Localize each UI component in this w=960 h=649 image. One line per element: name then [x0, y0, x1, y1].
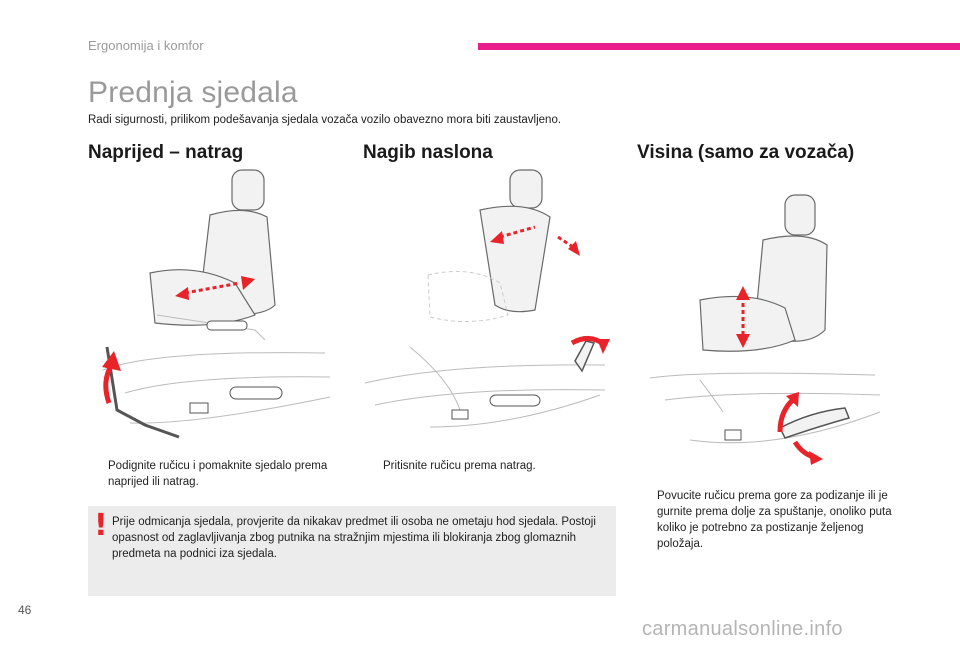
- instruction-text: Povucite ručicu prema gore za podizanje …: [657, 490, 892, 550]
- instruction-text: Podignite ručicu i pomaknite sjedalo pre…: [108, 460, 328, 488]
- section-accent-bar: [478, 43, 960, 50]
- heading-forward-backward: Naprijed – natrag: [88, 142, 244, 163]
- intro-text: Radi sigurnosti, prilikom podešavanja sj…: [88, 114, 562, 126]
- warning-text: Prije odmicanja sjedala, provjerite da n…: [112, 516, 596, 560]
- section-label: Ergonomija i komfor: [88, 38, 204, 53]
- instruction-text: Pritisnite ručicu prema natrag.: [383, 460, 536, 472]
- seat-height-illustration: [649, 194, 881, 465]
- instruction-backrest-angle: Pritisnite ručicu prema natrag.: [363, 458, 613, 474]
- warning-exclamation-icon: !: [94, 508, 108, 543]
- page-number: 46: [18, 603, 32, 617]
- heading-backrest-angle: Nagib naslona: [363, 142, 493, 163]
- page-title: Prednja sjedala: [88, 76, 298, 109]
- warning-box: [88, 506, 616, 596]
- backrest-angle-illustration: [364, 169, 610, 428]
- instruction-forward-backward: Podignite ručicu i pomaknite sjedalo pre…: [88, 458, 338, 490]
- watermark: carmanualsonline.info: [642, 618, 843, 640]
- seat-forward-backward-illustration: [102, 169, 331, 439]
- instruction-height: Povucite ručicu prema gore za podizanje …: [637, 488, 907, 552]
- heading-height: Visina (samo za vozača): [637, 142, 855, 163]
